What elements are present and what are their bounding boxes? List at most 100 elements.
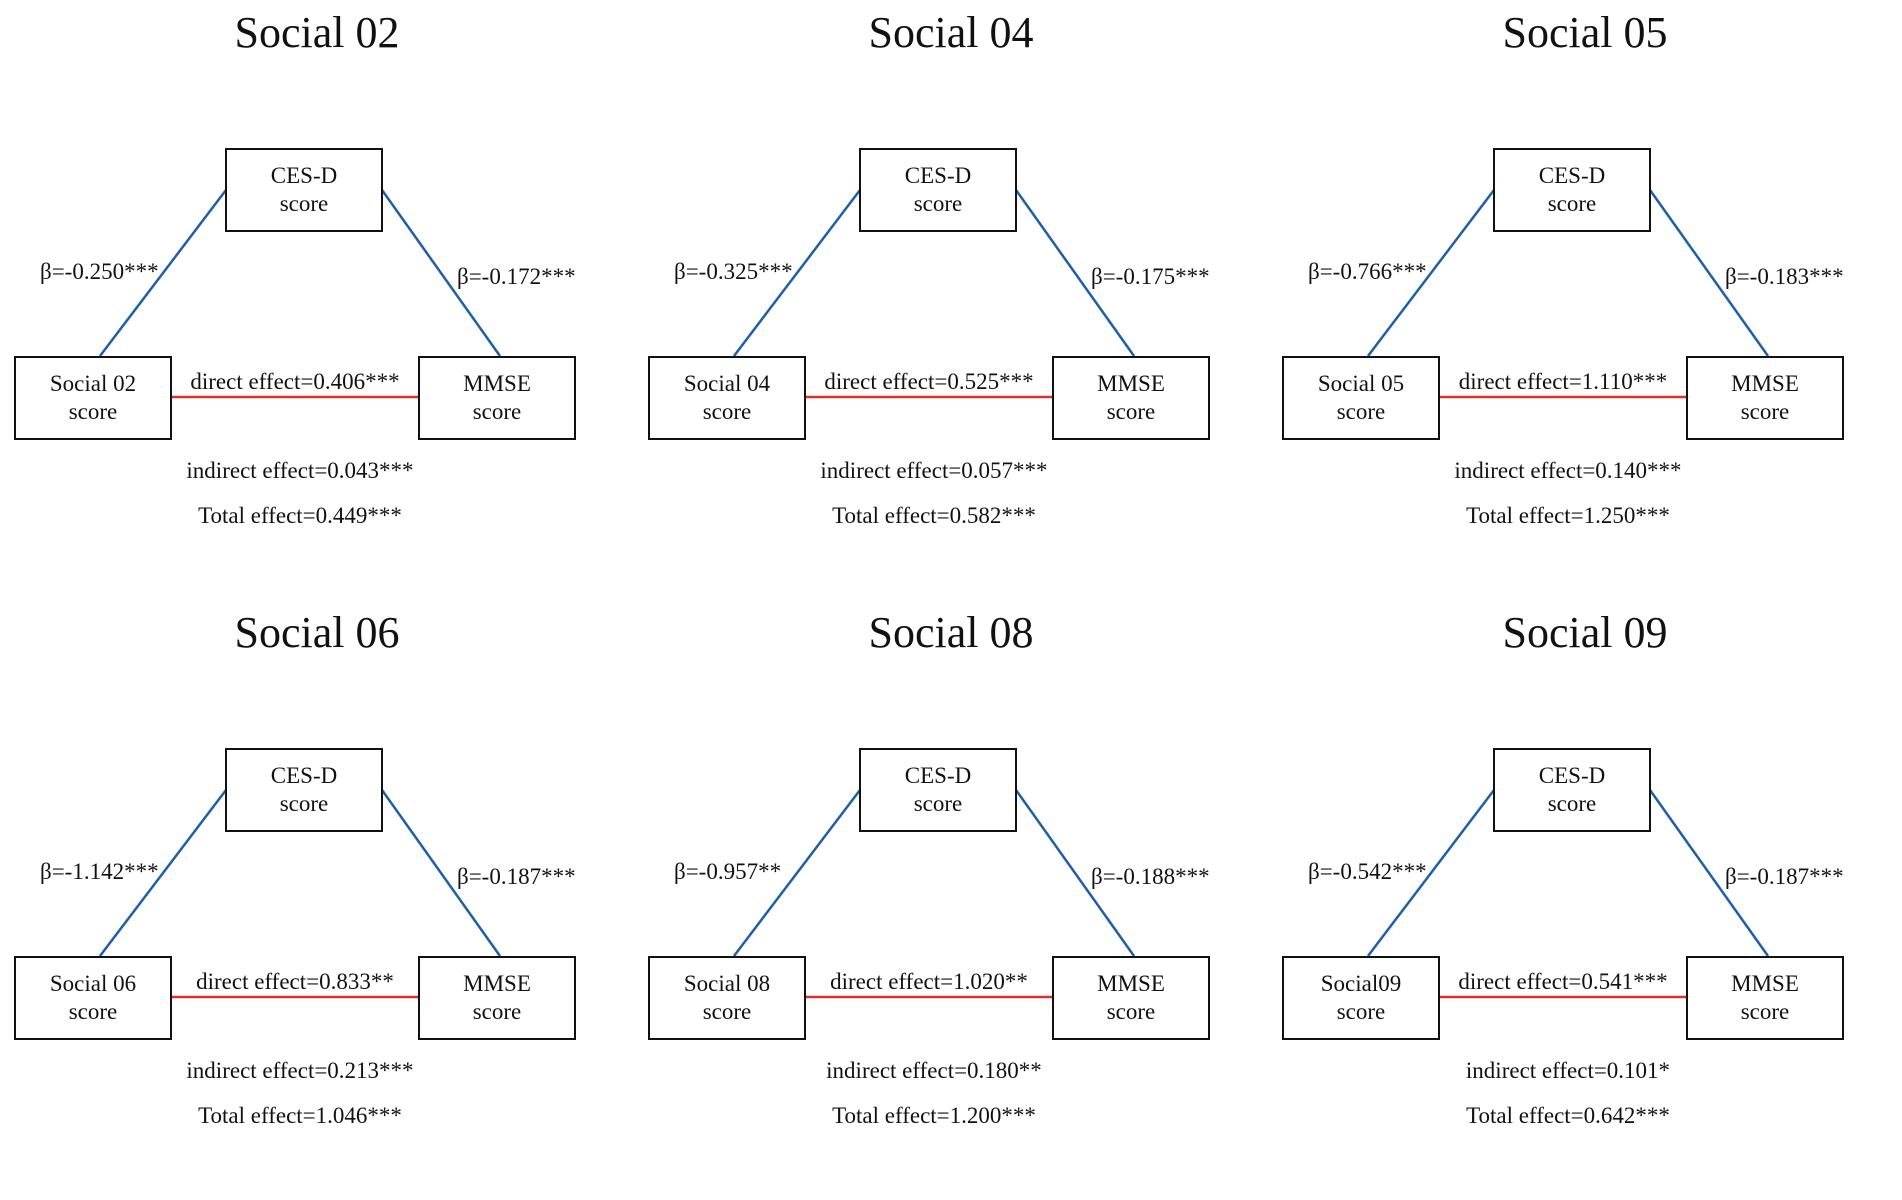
path-b-line xyxy=(380,789,502,957)
independent-label: Social 08 xyxy=(683,971,771,996)
independent-sublabel: score xyxy=(68,399,118,424)
total-effect-label: Total effect=0.642*** xyxy=(1466,1103,1670,1128)
dependent-label: MMSE xyxy=(1097,971,1165,996)
path-b-coefficient: β=-0.187*** xyxy=(1725,864,1844,889)
path-a-coefficient: β=-0.250*** xyxy=(40,259,159,284)
panel-title: Social 06 xyxy=(234,608,400,657)
independent-label: Social 04 xyxy=(683,371,771,396)
mediator-label: CES-D xyxy=(270,163,338,188)
mediator-label: CES-D xyxy=(904,163,972,188)
path-lines xyxy=(1367,189,1770,399)
path-lines xyxy=(733,189,1136,399)
mediator-label: CES-D xyxy=(1538,163,1606,188)
direct-effect-label: direct effect=1.110*** xyxy=(1458,369,1668,394)
path-b-coefficient: β=-0.183*** xyxy=(1725,264,1844,289)
path-a-coefficient: β=-0.957** xyxy=(674,859,782,884)
dependent-variable-box: MMSE score xyxy=(1052,956,1210,1040)
path-a-line xyxy=(99,189,227,357)
total-effect-label: Total effect=0.449*** xyxy=(198,503,402,528)
independent-sublabel: score xyxy=(1336,399,1386,424)
mediation-panel-3: Social 05 CES-D score Social 05 score MM… xyxy=(1268,0,1902,600)
dependent-sublabel: score xyxy=(1106,399,1156,424)
total-effect-label: Total effect=1.046*** xyxy=(198,1103,402,1128)
mediator-sublabel: score xyxy=(1547,791,1597,816)
independent-sublabel: score xyxy=(702,399,752,424)
path-lines xyxy=(1367,789,1770,999)
path-b-line xyxy=(1648,789,1770,957)
dependent-label: MMSE xyxy=(463,971,531,996)
direct-effect-label: direct effect=0.525*** xyxy=(824,369,1034,394)
path-a-line xyxy=(1367,789,1495,957)
mediator-box: CES-D score xyxy=(225,748,383,832)
indirect-effect-label: indirect effect=0.043*** xyxy=(186,458,414,483)
path-b-line xyxy=(380,189,502,357)
panel-title: Social 02 xyxy=(234,8,400,57)
dependent-variable-box: MMSE score xyxy=(418,956,576,1040)
path-b-coefficient: β=-0.172*** xyxy=(457,264,576,289)
dependent-variable-box: MMSE score xyxy=(1686,956,1844,1040)
panel-title: Social 09 xyxy=(1502,608,1668,657)
independent-sublabel: score xyxy=(702,999,752,1024)
mediator-box: CES-D score xyxy=(859,748,1017,832)
dependent-label: MMSE xyxy=(463,371,531,396)
panel-title: Social 08 xyxy=(868,608,1034,657)
path-a-coefficient: β=-0.325*** xyxy=(674,259,793,284)
panel-title: Social 04 xyxy=(868,8,1034,57)
dependent-sublabel: score xyxy=(472,999,522,1024)
indirect-effect-label: indirect effect=0.140*** xyxy=(1454,458,1682,483)
independent-label: Social 02 xyxy=(49,371,137,396)
indirect-effect-label: indirect effect=0.180** xyxy=(826,1058,1042,1083)
dependent-sublabel: score xyxy=(1740,399,1790,424)
independent-variable-box: Social09 score xyxy=(1282,956,1440,1040)
mediator-sublabel: score xyxy=(279,791,329,816)
dependent-label: MMSE xyxy=(1731,371,1799,396)
total-effect-label: Total effect=1.250*** xyxy=(1466,503,1670,528)
direct-effect-label: direct effect=0.833** xyxy=(196,969,394,994)
direct-effect-label: direct effect=1.020** xyxy=(830,969,1028,994)
independent-variable-box: Social 05 score xyxy=(1282,356,1440,440)
path-lines xyxy=(99,189,502,399)
path-b-coefficient: β=-0.187*** xyxy=(457,864,576,889)
path-b-coefficient: β=-0.188*** xyxy=(1091,864,1210,889)
dependent-sublabel: score xyxy=(1106,999,1156,1024)
dependent-variable-box: MMSE score xyxy=(1686,356,1844,440)
path-a-line xyxy=(99,789,227,957)
mediation-panel-4: Social 06 CES-D score Social 06 score MM… xyxy=(0,600,634,1200)
dependent-label: MMSE xyxy=(1731,971,1799,996)
indirect-effect-label: indirect effect=0.057*** xyxy=(820,458,1048,483)
mediator-box: CES-D score xyxy=(1493,148,1651,232)
mediator-box: CES-D score xyxy=(859,148,1017,232)
mediator-box: CES-D score xyxy=(1493,748,1651,832)
mediator-box: CES-D score xyxy=(225,148,383,232)
dependent-variable-box: MMSE score xyxy=(1052,356,1210,440)
mediator-sublabel: score xyxy=(913,191,963,216)
path-a-line xyxy=(733,789,861,957)
total-effect-label: Total effect=0.582*** xyxy=(832,503,1036,528)
mediator-sublabel: score xyxy=(279,191,329,216)
path-a-coefficient: β=-0.766*** xyxy=(1308,259,1427,284)
path-a-line xyxy=(1367,189,1495,357)
dependent-label: MMSE xyxy=(1097,371,1165,396)
independent-variable-box: Social 04 score xyxy=(648,356,806,440)
path-b-line xyxy=(1014,789,1136,957)
mediator-label: CES-D xyxy=(1538,763,1606,788)
path-b-line xyxy=(1648,189,1770,357)
independent-variable-box: Social 06 score xyxy=(14,956,172,1040)
independent-label: Social 06 xyxy=(49,971,137,996)
mediator-label: CES-D xyxy=(904,763,972,788)
dependent-sublabel: score xyxy=(1740,999,1790,1024)
mediation-panel-2: Social 04 CES-D score Social 04 score MM… xyxy=(634,0,1268,600)
panel-title: Social 05 xyxy=(1502,8,1668,57)
independent-sublabel: score xyxy=(1336,999,1386,1024)
mediator-sublabel: score xyxy=(913,791,963,816)
independent-variable-box: Social 02 score xyxy=(14,356,172,440)
path-b-line xyxy=(1014,189,1136,357)
indirect-effect-label: indirect effect=0.213*** xyxy=(186,1058,414,1083)
mediator-label: CES-D xyxy=(270,763,338,788)
mediation-panel-1: Social 02 CES-D score Social 02 score MM… xyxy=(0,0,634,600)
independent-label: Social 05 xyxy=(1317,371,1405,396)
dependent-variable-box: MMSE score xyxy=(418,356,576,440)
indirect-effect-label: indirect effect=0.101* xyxy=(1465,1058,1671,1083)
mediator-sublabel: score xyxy=(1547,191,1597,216)
direct-effect-label: direct effect=0.541*** xyxy=(1458,969,1668,994)
